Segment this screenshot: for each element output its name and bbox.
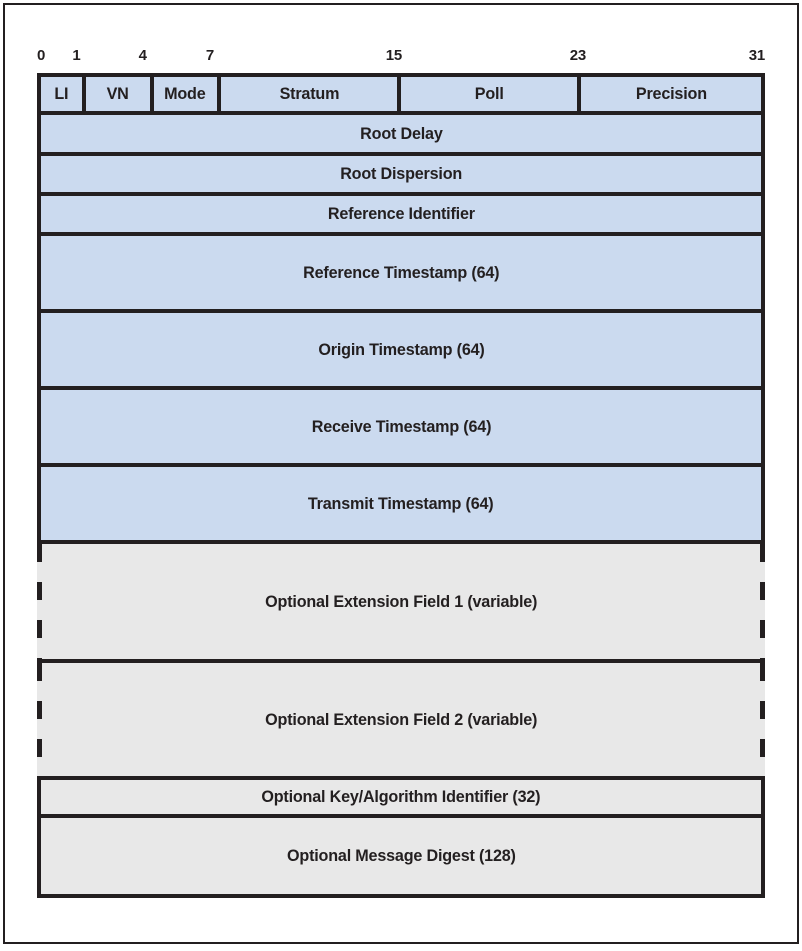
row-root-dispersion: Root Dispersion [37,156,765,196]
bit-label-23: 23 [569,47,587,64]
row-root-delay: Root Delay [37,115,765,156]
field-poll: Poll [401,77,581,111]
row-receive-timestamp: Receive Timestamp (64) [37,390,765,467]
row-optional-message-digest-label: Optional Message Digest (128) [286,846,516,865]
field-precision-label: Precision [635,84,707,103]
row-reference-identifier-label: Reference Identifier [327,204,475,223]
bit-label-31: 31 [748,47,766,64]
field-stratum: Stratum [221,77,401,111]
header-row: LI VN Mode Stratum Poll Precision [37,73,765,115]
row-transmit-timestamp-label: Transmit Timestamp (64) [308,493,494,513]
ntp-packet-diagram: 0 1 4 7 15 23 31 LI VN Mode Stratum [37,47,765,898]
row-optional-message-digest: Optional Message Digest (128) [37,818,765,898]
row-reference-timestamp-label: Reference Timestamp (64) [302,262,500,282]
row-optional-key-algorithm-identifier: Optional Key/Algorithm Identifier (32) [37,780,765,818]
field-vn-label: VN [106,84,129,103]
bit-label-7: 7 [205,47,214,64]
row-root-delay-label: Root Delay [359,123,443,143]
row-origin-timestamp: Origin Timestamp (64) [37,313,765,390]
row-optional-extension-field-1-label: Optional Extension Field 1 (variable) [264,591,538,611]
row-reference-identifier: Reference Identifier [37,196,765,236]
field-li: LI [41,77,86,111]
bit-label-0: 0 [37,47,46,64]
field-li-label: LI [54,84,69,103]
field-mode: Mode [154,77,221,111]
packet-field-table: LI VN Mode Stratum Poll Precision [37,73,765,898]
bit-scale-ruler: 0 1 4 7 15 23 31 [37,47,765,67]
row-optional-extension-field-2-label: Optional Extension Field 2 (variable) [264,709,538,729]
bit-label-15: 15 [385,47,403,64]
row-origin-timestamp-label: Origin Timestamp (64) [317,339,485,359]
bit-label-4: 4 [138,47,147,64]
field-mode-label: Mode [164,84,207,103]
field-stratum-label: Stratum [279,84,339,103]
field-precision: Precision [581,77,761,111]
row-optional-key-algorithm-identifier-label: Optional Key/Algorithm Identifier (32) [261,787,541,806]
field-vn: VN [86,77,154,111]
row-optional-extension-field-1: Optional Extension Field 1 (variable) [37,544,765,663]
row-optional-extension-field-2: Optional Extension Field 2 (variable) [37,663,765,780]
row-root-dispersion-label: Root Dispersion [340,164,462,183]
row-reference-timestamp: Reference Timestamp (64) [37,236,765,313]
row-receive-timestamp-label: Receive Timestamp (64) [311,416,491,436]
bit-label-1: 1 [72,47,81,64]
row-transmit-timestamp: Transmit Timestamp (64) [37,467,765,544]
field-poll-label: Poll [474,84,504,103]
